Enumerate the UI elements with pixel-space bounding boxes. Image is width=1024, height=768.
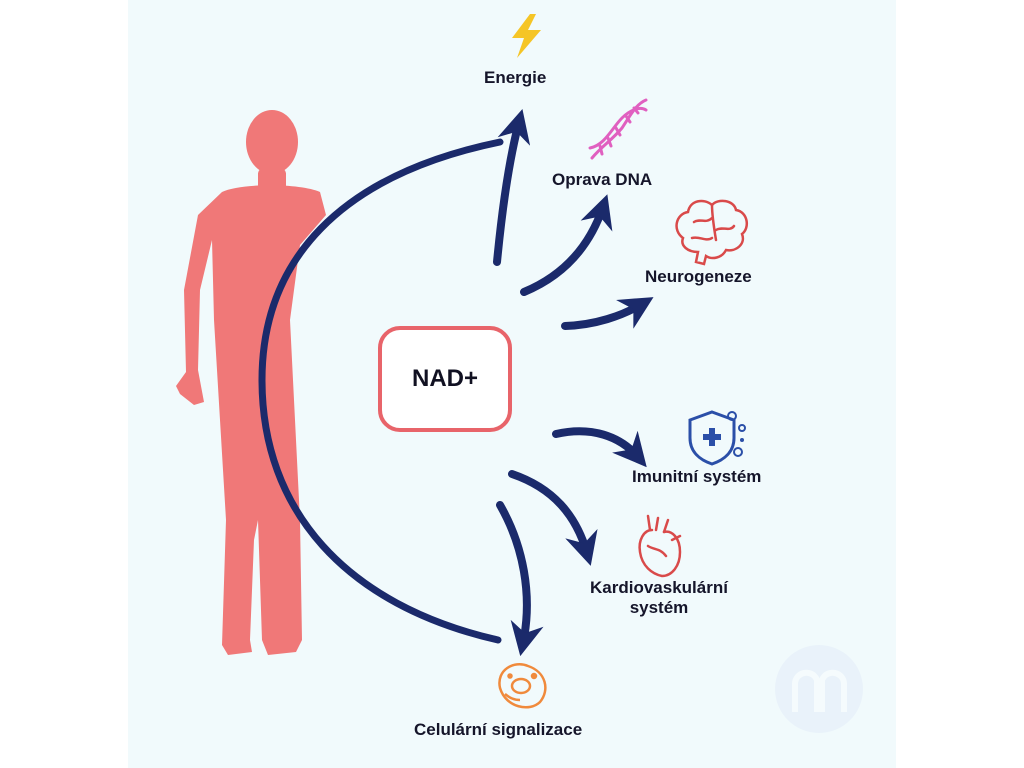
arrows [493, 109, 654, 657]
watermark-logo [775, 645, 863, 733]
arrow-imunitni-system [552, 427, 647, 468]
label-neurogeneze: Neurogeneze [645, 267, 752, 286]
dna-icon [588, 98, 648, 160]
main-arc [258, 138, 504, 644]
immune-shield-icon [688, 410, 746, 466]
brain-icon [675, 199, 749, 266]
nad-center-box: NAD+ [378, 326, 512, 432]
arrow-celularni-signalizace [496, 501, 544, 657]
label-energie: Energie [484, 68, 547, 87]
arrow-energie [493, 109, 531, 266]
cell-icon [498, 663, 547, 709]
human-silhouette [176, 110, 326, 655]
label-kardiovaskularni-line2: systém [629, 598, 689, 617]
arrow-kardiovaskularni [508, 470, 598, 566]
arrow-oprava-dna [520, 194, 613, 296]
label-oprava-dna: Oprava DNA [552, 170, 653, 189]
nad-label: NAD+ [411, 365, 478, 392]
label-imunitni-system: Imunitní systém [632, 467, 762, 486]
heart-icon [638, 514, 682, 578]
lightning-icon [512, 14, 541, 58]
label-kardiovaskularni-system: Kardiovaskulární systém [566, 578, 752, 618]
arrow-neurogeneze [561, 297, 654, 330]
label-celularni-signalizace: Celulární signalizace [414, 720, 583, 739]
label-kardiovaskularni-line1: Kardiovaskulární [590, 578, 728, 597]
